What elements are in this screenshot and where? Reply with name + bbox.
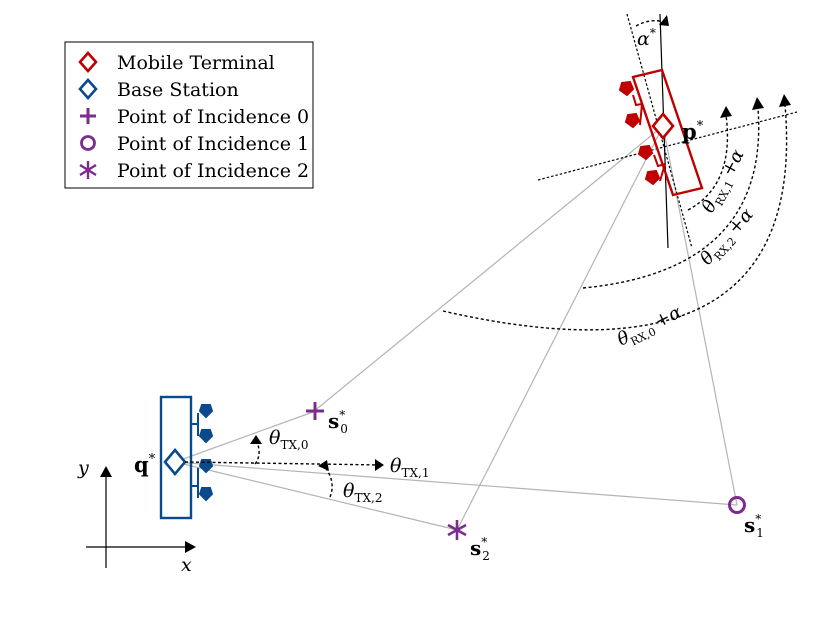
- legend-label: Base Station: [117, 79, 239, 101]
- arrowhead-icon: [100, 466, 112, 477]
- antenna-element-icon: [198, 429, 214, 444]
- alpha-arc: [635, 19, 665, 27]
- purple-circle-icon: [728, 496, 746, 514]
- s0-label: s*0: [328, 408, 348, 436]
- arrowhead-icon: [659, 15, 669, 26]
- purple-asterisk-icon: [447, 520, 467, 540]
- purple-circle-icon: [80, 135, 96, 151]
- x-axis-label: x: [181, 554, 192, 576]
- ray-base-to-s2: [174, 461, 458, 531]
- antenna-element-icon: [637, 144, 654, 161]
- legend-box: [64, 41, 314, 189]
- y-axis-label: y: [77, 457, 89, 479]
- base-station-body: [159, 395, 193, 520]
- incidence-point-1: [728, 496, 746, 514]
- antenna-element-icon: [198, 404, 214, 419]
- angle-arcs: [250, 15, 791, 498]
- theta-rx2-label: θRX,2+α: [696, 204, 760, 271]
- ray-s2-to-mobile: [456, 125, 664, 531]
- antenna-element-icon: [198, 487, 214, 502]
- mobile-terminal-diamond-icon: [651, 111, 675, 141]
- incidence-point-2: [447, 520, 467, 540]
- legend-item-mobile-terminal: Mobile Terminal: [78, 51, 275, 74]
- antenna-element-icon: [644, 169, 661, 186]
- legend-item-base-station: Base Station: [78, 78, 239, 101]
- legend-label: Point of Incidence 2: [117, 160, 309, 182]
- base-station-diamond-icon: [163, 447, 187, 477]
- s1-label: s*1: [744, 512, 764, 540]
- mobile-antennas: [618, 80, 666, 186]
- antenna-element-icon: [624, 112, 641, 129]
- ray-s0-to-mobile: [312, 125, 664, 413]
- base-station: [159, 395, 214, 520]
- base-station-antennas: [191, 404, 214, 502]
- theta-tx2-label: θTX,2: [343, 480, 382, 505]
- mobile-terminal-body: [631, 68, 704, 197]
- arrowhead-icon: [250, 435, 262, 444]
- legend: Mobile Terminal Base Station Point of In…: [64, 41, 314, 189]
- tx0-arc: [254, 441, 260, 465]
- theta-tx0-label: θTX,0: [269, 427, 308, 452]
- tx2-arc: [324, 466, 333, 498]
- red-diamond-icon: [78, 51, 98, 73]
- legend-item-incidence-1: Point of Incidence 1: [80, 133, 309, 155]
- purple-plus-icon: [80, 108, 96, 124]
- rx2-arc: [582, 107, 760, 289]
- blue-diamond-icon: [78, 78, 98, 100]
- mobile-position-label: p*: [682, 119, 704, 144]
- s2-label: s*2: [470, 535, 490, 563]
- arrowhead-icon: [752, 97, 764, 110]
- legend-label: Mobile Terminal: [117, 52, 275, 74]
- arrowhead-icon: [779, 94, 791, 107]
- purple-plus-icon: [306, 402, 324, 420]
- legend-item-incidence-2: Point of Incidence 2: [79, 160, 309, 182]
- rx1-arc: [687, 114, 729, 211]
- antenna-element-icon: [618, 80, 635, 97]
- base-position-label: q*: [134, 452, 156, 477]
- arrowhead-icon: [720, 106, 732, 118]
- rx0-arc: [442, 104, 788, 331]
- alpha-label: α*: [637, 26, 656, 50]
- incidence-point-0: [306, 402, 324, 420]
- theta-rx0-label: θRX,0+α: [614, 302, 686, 354]
- legend-item-incidence-0: Point of Incidence 0: [80, 106, 309, 128]
- arrowhead-icon: [375, 459, 384, 471]
- arrowhead-icon: [185, 541, 196, 553]
- arrowhead-icon: [318, 460, 329, 471]
- coordinate-axes: x y: [77, 457, 196, 576]
- mobile-terminal: [618, 68, 704, 197]
- purple-asterisk-icon: [79, 161, 97, 179]
- theta-tx1-label: θTX,1: [390, 455, 429, 480]
- ray-base-to-s1: [174, 461, 738, 506]
- ray-base-to-s0: [174, 411, 314, 463]
- legend-label: Point of Incidence 1: [117, 133, 309, 155]
- legend-label: Point of Incidence 0: [117, 106, 309, 128]
